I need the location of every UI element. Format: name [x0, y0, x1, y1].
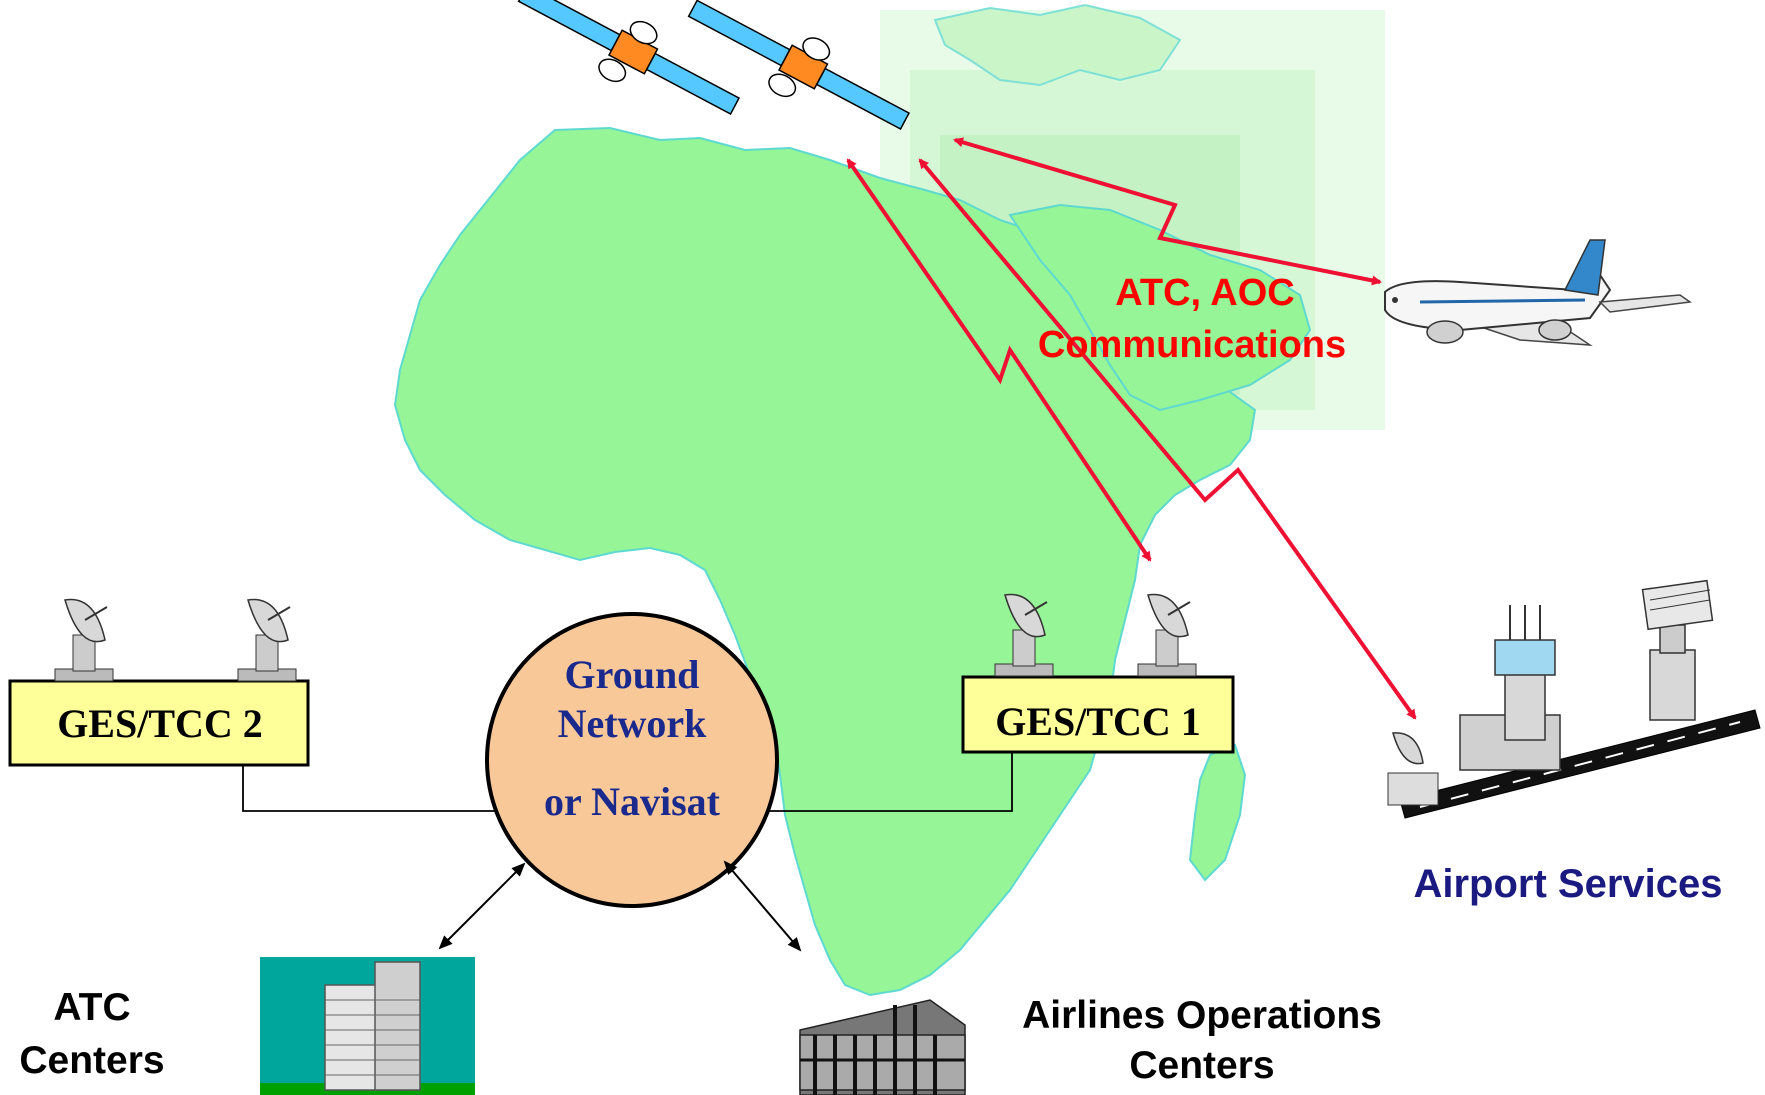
- center-links: [438, 860, 802, 952]
- satellite-icon: [517, 0, 741, 115]
- ges-tcc-1-label: GES/TCC 1: [995, 699, 1201, 744]
- link-satellite-airport: [918, 158, 1417, 720]
- hub-label-line2: Network: [558, 701, 708, 746]
- operations-building-icon: [799, 999, 966, 1095]
- airplane-icon: [1384, 239, 1693, 346]
- airport-services-group: Airport Services: [1387, 579, 1761, 906]
- ground-connectors: [242, 752, 1013, 812]
- dish-antenna-icon: [237, 598, 297, 682]
- radar-icon: [1641, 579, 1714, 721]
- ground-network-hub: Ground Network or Navisat: [485, 612, 779, 908]
- hub-label-line3: or Navisat: [544, 779, 721, 824]
- comm-label-line2: Communications: [1038, 324, 1346, 366]
- dish-antenna-icon: [994, 593, 1054, 677]
- control-tower-icon: [1459, 605, 1561, 771]
- atc-label-line2: Centers: [19, 1039, 164, 1082]
- airlines-operations-group: Airlines Operations Centers: [799, 994, 1382, 1095]
- ges-tcc-1-station: GES/TCC 1: [961, 675, 1235, 754]
- madagascar-landmass: [1188, 743, 1247, 882]
- ges-tcc-2-label: GES/TCC 2: [57, 701, 263, 746]
- office-building-icon: [260, 957, 475, 1095]
- dish-antenna-icon: [54, 598, 114, 682]
- atc-centers-group: ATC Centers: [19, 957, 475, 1095]
- atc-label-line1: ATC: [53, 986, 130, 1029]
- dish-antenna-icon: [1387, 732, 1439, 806]
- airport-services-label: Airport Services: [1413, 862, 1722, 906]
- ges-tcc-2-station: GES/TCC 2: [8, 679, 310, 767]
- airlines-label-line1: Airlines Operations: [1022, 994, 1382, 1037]
- comm-label-line1: ATC, AOC: [1115, 272, 1294, 314]
- airlines-label-line2: Centers: [1129, 1044, 1274, 1087]
- runway: [1399, 709, 1761, 819]
- hub-label-line1: Ground: [565, 652, 700, 697]
- satellite-icon: [687, 0, 911, 130]
- radio-links: [846, 137, 1417, 720]
- dish-antenna-icon: [1137, 593, 1197, 677]
- europe-landmass: [933, 3, 1182, 87]
